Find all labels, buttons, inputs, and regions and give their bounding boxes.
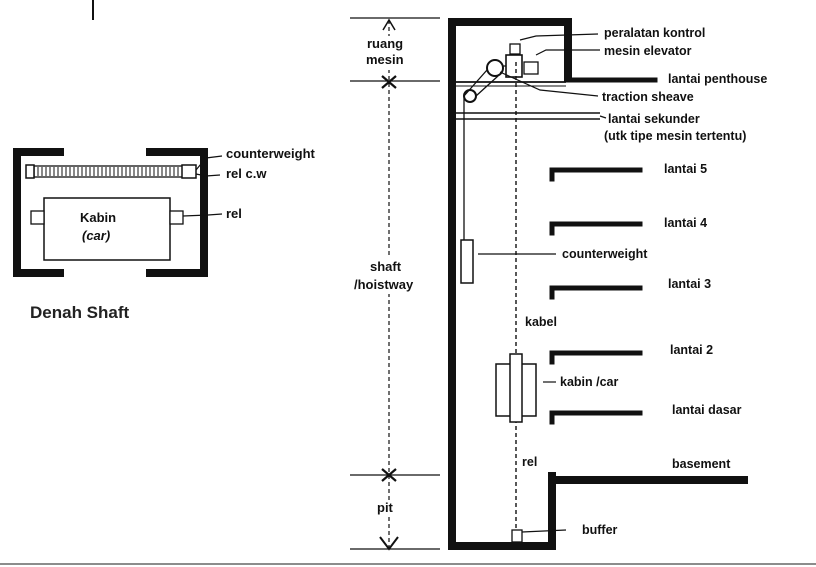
machine-base — [523, 61, 539, 75]
dim-label-pit: pit — [377, 500, 394, 515]
leader-traction — [499, 71, 599, 97]
label-car-name: Kabin — [80, 210, 116, 225]
leader-sekunder — [599, 115, 607, 119]
label-lantai-5: lantai 5 — [664, 162, 707, 176]
plan-car — [43, 197, 171, 261]
machine-motor — [505, 54, 523, 78]
label-kabin-car: kabin /car — [560, 375, 618, 389]
section-machine-room-wall — [448, 18, 572, 82]
plan-rel-cw-left — [25, 164, 35, 179]
dim-label-ruang: ruang — [367, 36, 403, 51]
traction-sheave — [486, 59, 504, 77]
leader-buffer — [521, 529, 567, 533]
shaft-plan: counterweight rel c.w rel Kabin (car) De… — [13, 146, 316, 322]
counterweight-hatch — [37, 167, 179, 176]
slab-lantai-2 — [549, 350, 643, 365]
shaft-section: ruang mesin shaft /hoistway pit — [350, 17, 767, 551]
leader-counterweight — [195, 155, 223, 171]
slab-lantai-dasar — [549, 410, 643, 425]
dim-label-bg-shaft — [352, 258, 426, 294]
label-lantai-penthouse: lantai penthouse — [668, 72, 767, 86]
label-lantai-dasar: lantai dasar — [672, 403, 742, 417]
section-shaft-wall-left — [448, 18, 556, 550]
label-rel: rel — [522, 455, 537, 469]
slab-lantai-3 — [549, 285, 643, 300]
deflector-sheave — [463, 89, 477, 103]
label-counterweight: counterweight — [562, 247, 648, 261]
label-lantai-3: lantai 3 — [668, 277, 711, 291]
dim-cross-pit — [381, 468, 397, 482]
dim-label-bg-machine — [360, 36, 418, 70]
label-utk-tipe: (utk tipe mesin tertentu) — [604, 129, 746, 143]
dim-label-mesin: mesin — [366, 52, 404, 67]
dim-arrow-top — [382, 18, 396, 31]
rope-deflect — [475, 75, 499, 97]
section-counterweight — [460, 239, 474, 284]
dim-arrow-bottom — [379, 536, 399, 551]
section-car-sling — [509, 353, 523, 423]
label-buffer: buffer — [582, 523, 618, 537]
slab-lantai-4 — [549, 221, 643, 236]
label-lantai-sekunder: lantai sekunder — [608, 112, 700, 126]
slab-lantai-5 — [549, 167, 643, 182]
control-equipment — [509, 43, 521, 55]
dim-label-hoistway: /hoistway — [354, 277, 414, 292]
label-basement: basement — [672, 457, 731, 471]
label-traction-sheave: traction sheave — [602, 90, 694, 104]
plan-title: Denah Shaft — [30, 303, 130, 322]
dim-label-bg-pit — [374, 500, 404, 516]
label-plan-rel: rel — [226, 206, 242, 221]
leader-peralatan — [519, 33, 599, 41]
label-mesin-elevator: mesin elevator — [604, 44, 692, 58]
plan-rel-cw — [181, 164, 197, 179]
leader-rel-cw — [195, 173, 221, 177]
leader-mesin — [535, 49, 600, 56]
label-car-name-alt: (car) — [82, 228, 110, 243]
leader-rel — [182, 213, 223, 217]
plan-wall-left — [13, 148, 64, 277]
plan-rail-right — [169, 210, 184, 225]
dim-cross-machine — [381, 75, 397, 89]
label-lantai-4: lantai 4 — [664, 216, 707, 230]
label-peralatan-kontrol: peralatan kontrol — [604, 26, 705, 40]
plan-rail-left — [30, 210, 45, 225]
label-plan-rel-cw: rel c.w — [226, 166, 267, 181]
plan-wall-right — [146, 148, 208, 277]
label-lantai-2: lantai 2 — [670, 343, 713, 357]
label-plan-counterweight: counterweight — [226, 146, 316, 161]
section-buffer — [511, 529, 523, 543]
dim-label-shaft: shaft — [370, 259, 402, 274]
label-kabel: kabel — [525, 315, 557, 329]
